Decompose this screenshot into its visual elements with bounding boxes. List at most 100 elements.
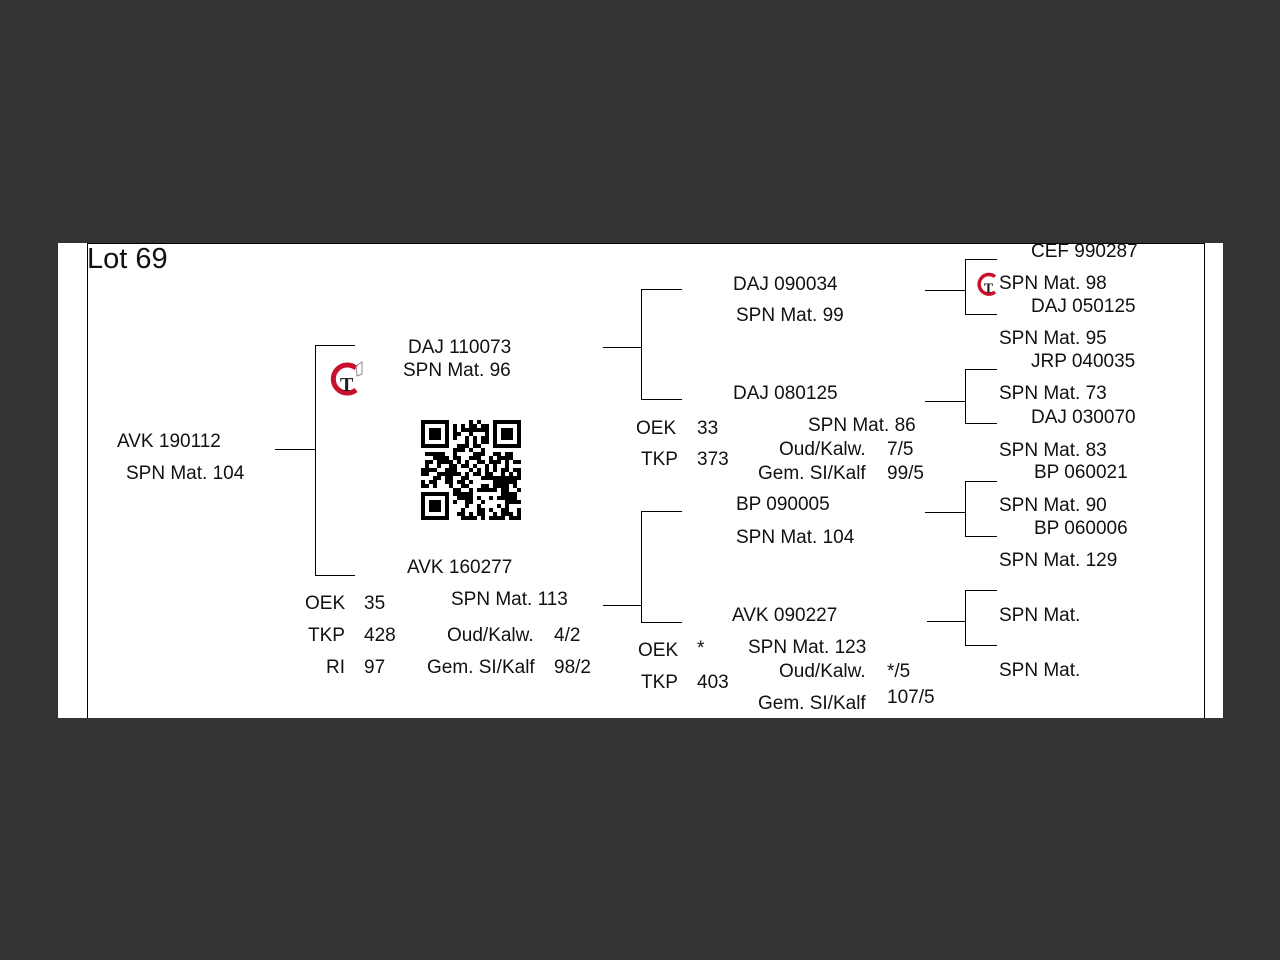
qr-module — [437, 464, 441, 468]
qr-module — [477, 504, 481, 508]
qr-module — [505, 500, 509, 504]
sire-sire-id: DAJ 090034 — [733, 274, 838, 295]
qr-module — [457, 448, 461, 452]
qr-module — [453, 424, 457, 428]
bracket-line — [925, 290, 965, 291]
qr-module — [469, 428, 473, 432]
sire-dam-tkp-label: TKP — [641, 449, 678, 470]
qr-module — [437, 460, 441, 464]
qr-module — [453, 464, 457, 468]
qr-module — [509, 476, 513, 480]
dam-gem-value: 98/2 — [554, 657, 591, 678]
gen4-4-spn: SPN Mat. 83 — [999, 440, 1107, 461]
qr-module — [509, 436, 513, 440]
qr-module — [469, 424, 473, 428]
qr-module — [497, 504, 501, 508]
qr-module — [433, 436, 437, 440]
qr-module — [505, 480, 509, 484]
qr-module — [485, 484, 489, 488]
qr-module — [473, 424, 477, 428]
qr-module — [433, 432, 437, 436]
sire-dam-spn: SPN Mat. 86 — [808, 415, 916, 436]
bracket-line — [641, 511, 642, 623]
qr-module — [481, 448, 485, 452]
sire-id: DAJ 110073 — [408, 337, 512, 358]
qr-module — [453, 452, 457, 456]
qr-module — [513, 500, 517, 504]
qr-module — [501, 512, 505, 516]
qr-module — [453, 500, 457, 504]
qr-module — [469, 488, 473, 492]
sheet-left-border — [87, 243, 88, 718]
qr-module — [517, 488, 521, 492]
dam-sire-id: BP 090005 — [736, 494, 830, 515]
qr-module — [517, 468, 521, 472]
qr-module — [437, 504, 441, 508]
qr-module — [481, 440, 485, 444]
qr-module — [433, 468, 437, 472]
sire-dam-tkp-value: 373 — [697, 449, 729, 470]
qr-module — [425, 468, 429, 472]
qr-module — [497, 444, 501, 448]
qr-module — [505, 508, 509, 512]
qr-module — [465, 440, 469, 444]
qr-module — [437, 492, 441, 496]
qr-module — [505, 504, 509, 508]
qr-module — [517, 432, 521, 436]
qr-module — [513, 480, 517, 484]
gen4-6-id: BP 060006 — [1034, 518, 1128, 539]
qr-module — [461, 496, 465, 500]
qr-module — [421, 492, 425, 496]
qr-module — [429, 460, 433, 464]
qr-module — [445, 512, 449, 516]
qr-module — [493, 420, 497, 424]
bracket-line — [965, 481, 966, 537]
qr-module — [501, 456, 505, 460]
qr-module — [469, 420, 473, 424]
qr-module — [433, 508, 437, 512]
qr-module — [421, 516, 425, 520]
qr-module — [481, 460, 485, 464]
qr-module — [481, 516, 485, 520]
qr-module — [513, 444, 517, 448]
gen4-5-spn: SPN Mat. 90 — [999, 495, 1107, 516]
qr-module — [493, 424, 497, 428]
qr-module — [501, 468, 505, 472]
qr-module — [433, 492, 437, 496]
qr-module — [445, 468, 449, 472]
bracket-line — [603, 347, 642, 348]
qr-module — [433, 476, 437, 480]
qr-module — [429, 420, 433, 424]
qr-module — [465, 500, 469, 504]
qr-module — [465, 484, 469, 488]
qr-module — [437, 428, 441, 432]
qr-module — [497, 452, 501, 456]
qr-module — [425, 452, 429, 456]
qr-module — [477, 420, 481, 424]
qr-module — [433, 484, 437, 488]
dam-dam-gem-value: 107/5 — [887, 687, 935, 708]
qr-module — [493, 488, 497, 492]
qr-module — [505, 476, 509, 480]
qr-module — [465, 444, 469, 448]
qr-module — [421, 512, 425, 516]
qr-module — [465, 496, 469, 500]
gen4-6-spn: SPN Mat. 129 — [999, 550, 1118, 571]
qr-module — [517, 500, 521, 504]
qr-module — [453, 456, 457, 460]
qr-module — [509, 492, 513, 496]
sire-sire-spn: SPN Mat. 99 — [736, 305, 844, 326]
qr-module — [465, 476, 469, 480]
qr-module — [493, 464, 497, 468]
qr-module — [473, 516, 477, 520]
qr-module — [493, 444, 497, 448]
dam-id: AVK 160277 — [407, 557, 513, 578]
gen4-2-id: DAJ 050125 — [1031, 296, 1136, 317]
qr-module — [425, 464, 429, 468]
qr-module — [465, 472, 469, 476]
dam-dam-gem-label: Gem. SI/Kalf — [758, 693, 866, 714]
qr-module — [465, 436, 469, 440]
qr-module — [421, 496, 425, 500]
bracket-line — [965, 314, 997, 315]
qr-module — [481, 512, 485, 516]
